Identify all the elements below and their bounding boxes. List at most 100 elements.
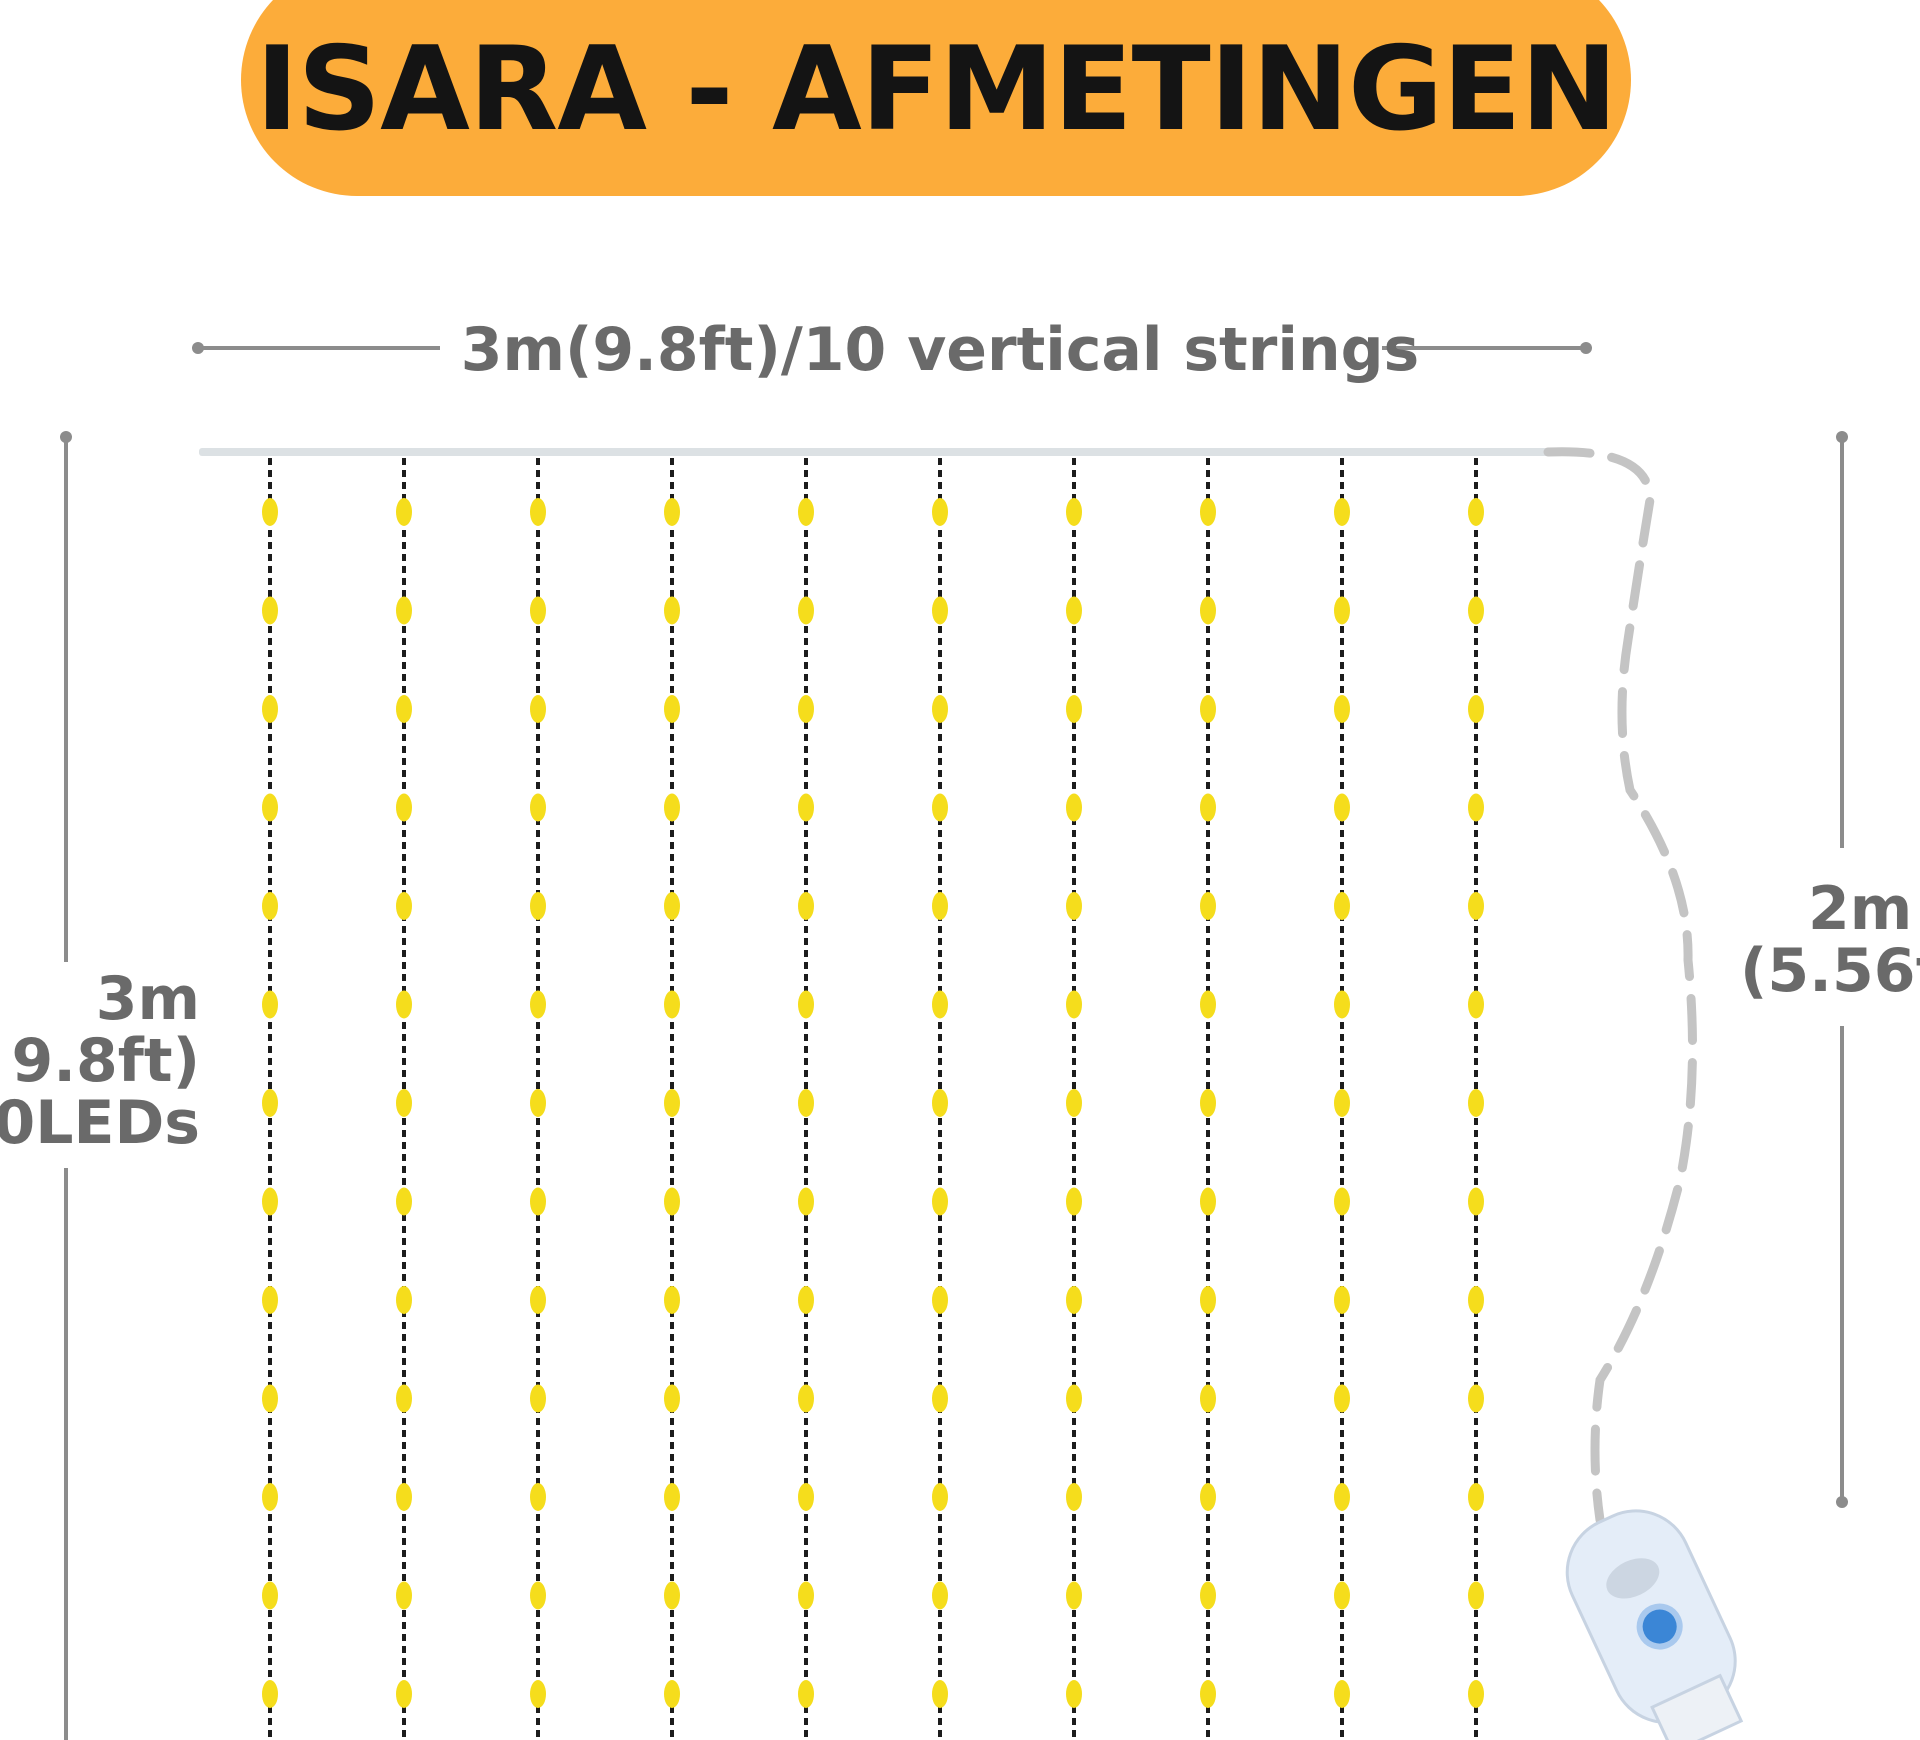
title-banner: [241, 0, 1631, 196]
led-string: [1334, 458, 1350, 1740]
usb-controller: [1565, 1509, 1744, 1740]
led-bulb: [664, 990, 680, 1019]
height-label-line1: 3m: [95, 964, 200, 1034]
led-bulb: [932, 1089, 948, 1117]
width-dimension-line: [192, 342, 1592, 354]
led-bulb: [664, 596, 680, 625]
led-bulb: [1334, 1286, 1350, 1314]
led-bulb: [932, 1187, 948, 1216]
led-bulb: [396, 892, 412, 920]
height-label-line2: 9.8ft): [11, 1026, 201, 1096]
led-bulb: [664, 695, 680, 723]
led-bulb: [1334, 1581, 1350, 1610]
led-string: [1200, 458, 1216, 1740]
led-bulb: [1066, 892, 1082, 920]
led-bulb: [1334, 695, 1350, 723]
led-bulb: [530, 990, 546, 1019]
led-bulb: [262, 1581, 278, 1610]
led-bulb: [798, 990, 814, 1019]
led-string: [530, 458, 546, 1740]
led-bulb: [1468, 1187, 1484, 1216]
led-bulb: [1334, 990, 1350, 1019]
led-bulb: [396, 695, 412, 723]
led-bulb: [396, 1680, 412, 1708]
led-bulb: [1066, 596, 1082, 625]
led-bulb: [932, 1680, 948, 1708]
led-bulb: [798, 1187, 814, 1216]
led-bulb: [396, 990, 412, 1019]
led-bulb: [932, 498, 948, 526]
led-bulb: [1468, 498, 1484, 526]
led-bulb: [1200, 498, 1216, 526]
led-bulb: [664, 1581, 680, 1610]
led-bulb: [530, 1286, 546, 1314]
led-bulb: [1066, 1286, 1082, 1314]
height-label-line3: 0LEDs: [0, 1088, 200, 1158]
led-bulb: [396, 498, 412, 526]
led-bulb: [1066, 1581, 1082, 1610]
usb-cable: [1543, 447, 1697, 1525]
led-string: [396, 458, 412, 1740]
led-bulb: [798, 793, 814, 822]
led-bulb: [530, 498, 546, 526]
led-bulb: [262, 1187, 278, 1216]
top-rail: [199, 448, 1571, 456]
led-bulb: [396, 1286, 412, 1314]
led-bulb: [530, 793, 546, 822]
led-bulb: [530, 1089, 546, 1117]
led-bulb: [932, 1384, 948, 1413]
led-bulb: [798, 1089, 814, 1117]
led-bulb: [1200, 1581, 1216, 1610]
led-bulb: [1200, 1680, 1216, 1708]
led-bulb: [530, 695, 546, 723]
led-bulb: [664, 1680, 680, 1708]
led-bulb: [1066, 793, 1082, 822]
led-string: [932, 458, 948, 1740]
led-bulb: [664, 498, 680, 526]
led-bulb: [1334, 1384, 1350, 1413]
width-label: 3m(9.8ft)/10 vertical strings: [460, 315, 1420, 385]
led-bulb: [1468, 1483, 1484, 1511]
height-dimension-line: [60, 431, 72, 1740]
led-bulb: [932, 1286, 948, 1314]
led-bulb: [262, 892, 278, 920]
led-bulb: [396, 1581, 412, 1610]
led-bulb: [664, 1286, 680, 1314]
led-bulb: [396, 1483, 412, 1511]
led-bulb: [262, 695, 278, 723]
led-bulb: [664, 1187, 680, 1216]
cable-dimension-line: [1836, 431, 1848, 1508]
led-bulb: [932, 695, 948, 723]
led-bulb: [262, 1680, 278, 1708]
led-bulb: [1200, 1384, 1216, 1413]
led-bulb: [664, 1384, 680, 1413]
height-label: 3m 9.8ft) 0LEDs: [0, 968, 200, 1154]
led-string: [664, 458, 680, 1740]
led-bulb: [262, 1286, 278, 1314]
led-string: [798, 458, 814, 1740]
led-bulb: [1066, 990, 1082, 1019]
led-bulb: [664, 793, 680, 822]
led-bulb: [1334, 498, 1350, 526]
led-bulb: [1468, 1680, 1484, 1708]
led-bulb: [1468, 1581, 1484, 1610]
led-bulb: [932, 793, 948, 822]
led-bulb: [262, 1384, 278, 1413]
led-bulb: [798, 695, 814, 723]
led-bulb: [396, 1187, 412, 1216]
led-bulb: [1066, 1089, 1082, 1117]
led-bulb: [1334, 793, 1350, 822]
led-bulb: [664, 892, 680, 920]
led-bulb: [932, 1483, 948, 1511]
led-bulb: [798, 1483, 814, 1511]
led-bulb: [1200, 695, 1216, 723]
cable-label-line1: 2m: [1808, 874, 1913, 944]
led-bulb: [1200, 1286, 1216, 1314]
led-bulb: [262, 1089, 278, 1117]
led-bulb: [932, 892, 948, 920]
led-bulb: [396, 1089, 412, 1117]
led-bulb: [798, 1384, 814, 1413]
led-bulb: [396, 1384, 412, 1413]
led-bulb: [1468, 695, 1484, 723]
